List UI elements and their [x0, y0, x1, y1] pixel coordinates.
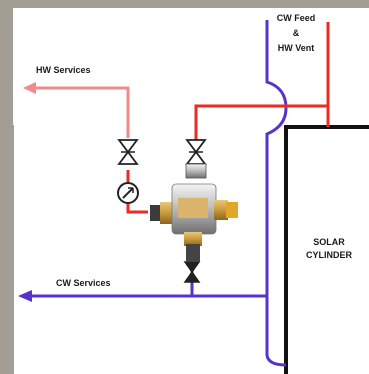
mixed-outlet-pipe — [126, 170, 148, 214]
hot-supply-pipe — [194, 104, 328, 142]
cylinder-label-line1: SOLAR — [313, 237, 345, 247]
solar-cylinder — [284, 125, 369, 374]
panel-left-shade — [0, 125, 14, 374]
isolating-valve-cold-inlet — [183, 261, 201, 283]
cylinder-label-line2: CYLINDER — [306, 250, 353, 260]
isolating-valve-hot-inlet — [185, 139, 207, 165]
hw-services-arrow — [23, 82, 36, 94]
cw-services-label: CW Services — [56, 278, 111, 288]
cw-feed-riser — [265, 20, 288, 367]
cw-services-arrow — [18, 290, 32, 302]
isolating-valve-left — [117, 139, 139, 165]
hw-services-label: HW Services — [36, 65, 91, 75]
hw-vent-label: HW Vent — [278, 43, 315, 53]
thermostatic-mixing-valve — [150, 163, 238, 262]
cw-feed-label: CW Feed — [277, 13, 316, 23]
ampersand-label: & — [293, 28, 300, 38]
hw-services-pipe — [32, 86, 130, 138]
temperature-gauge — [117, 182, 139, 204]
